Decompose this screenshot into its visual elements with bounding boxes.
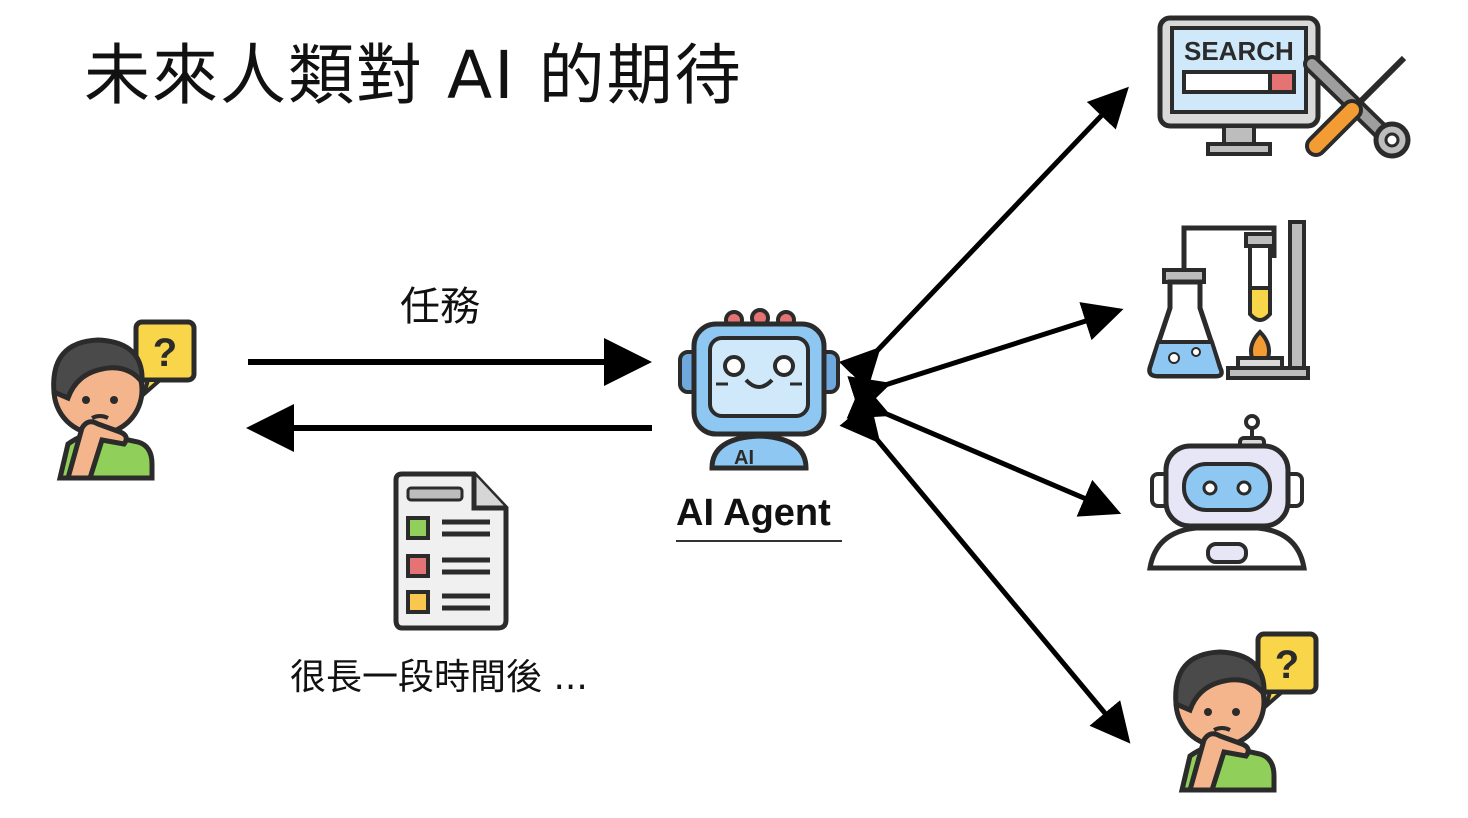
question-mark: ? — [153, 331, 177, 375]
agent-search-arrow — [838, 86, 1129, 390]
task-label: 任務 — [400, 284, 480, 330]
thinking-user-icon: ? — [51, 319, 197, 481]
document-icon — [393, 471, 509, 631]
agent-robot-arrow — [846, 381, 1122, 517]
agent-human-arrow — [839, 400, 1131, 744]
page-title: 未來人類對 AI 的期待 — [84, 37, 743, 114]
agent-label: AI Agent — [676, 492, 831, 534]
search-text: SEARCH — [1184, 36, 1294, 66]
agent-lab-arrow — [847, 302, 1124, 415]
later-label: 很長一段時間後 ... — [290, 657, 588, 698]
lab-equipment-icon — [1147, 220, 1310, 380]
robot-icon — [1147, 414, 1307, 571]
search-tools-icon: SEARCH — [1157, 15, 1411, 159]
ai-badge: AI — [734, 447, 754, 469]
agent-label-underline — [676, 540, 842, 542]
question-mark-2: ? — [1275, 643, 1299, 687]
ai-agent-robot-icon: AI — [678, 308, 840, 471]
thinking-human-icon: ? — [1173, 631, 1319, 793]
